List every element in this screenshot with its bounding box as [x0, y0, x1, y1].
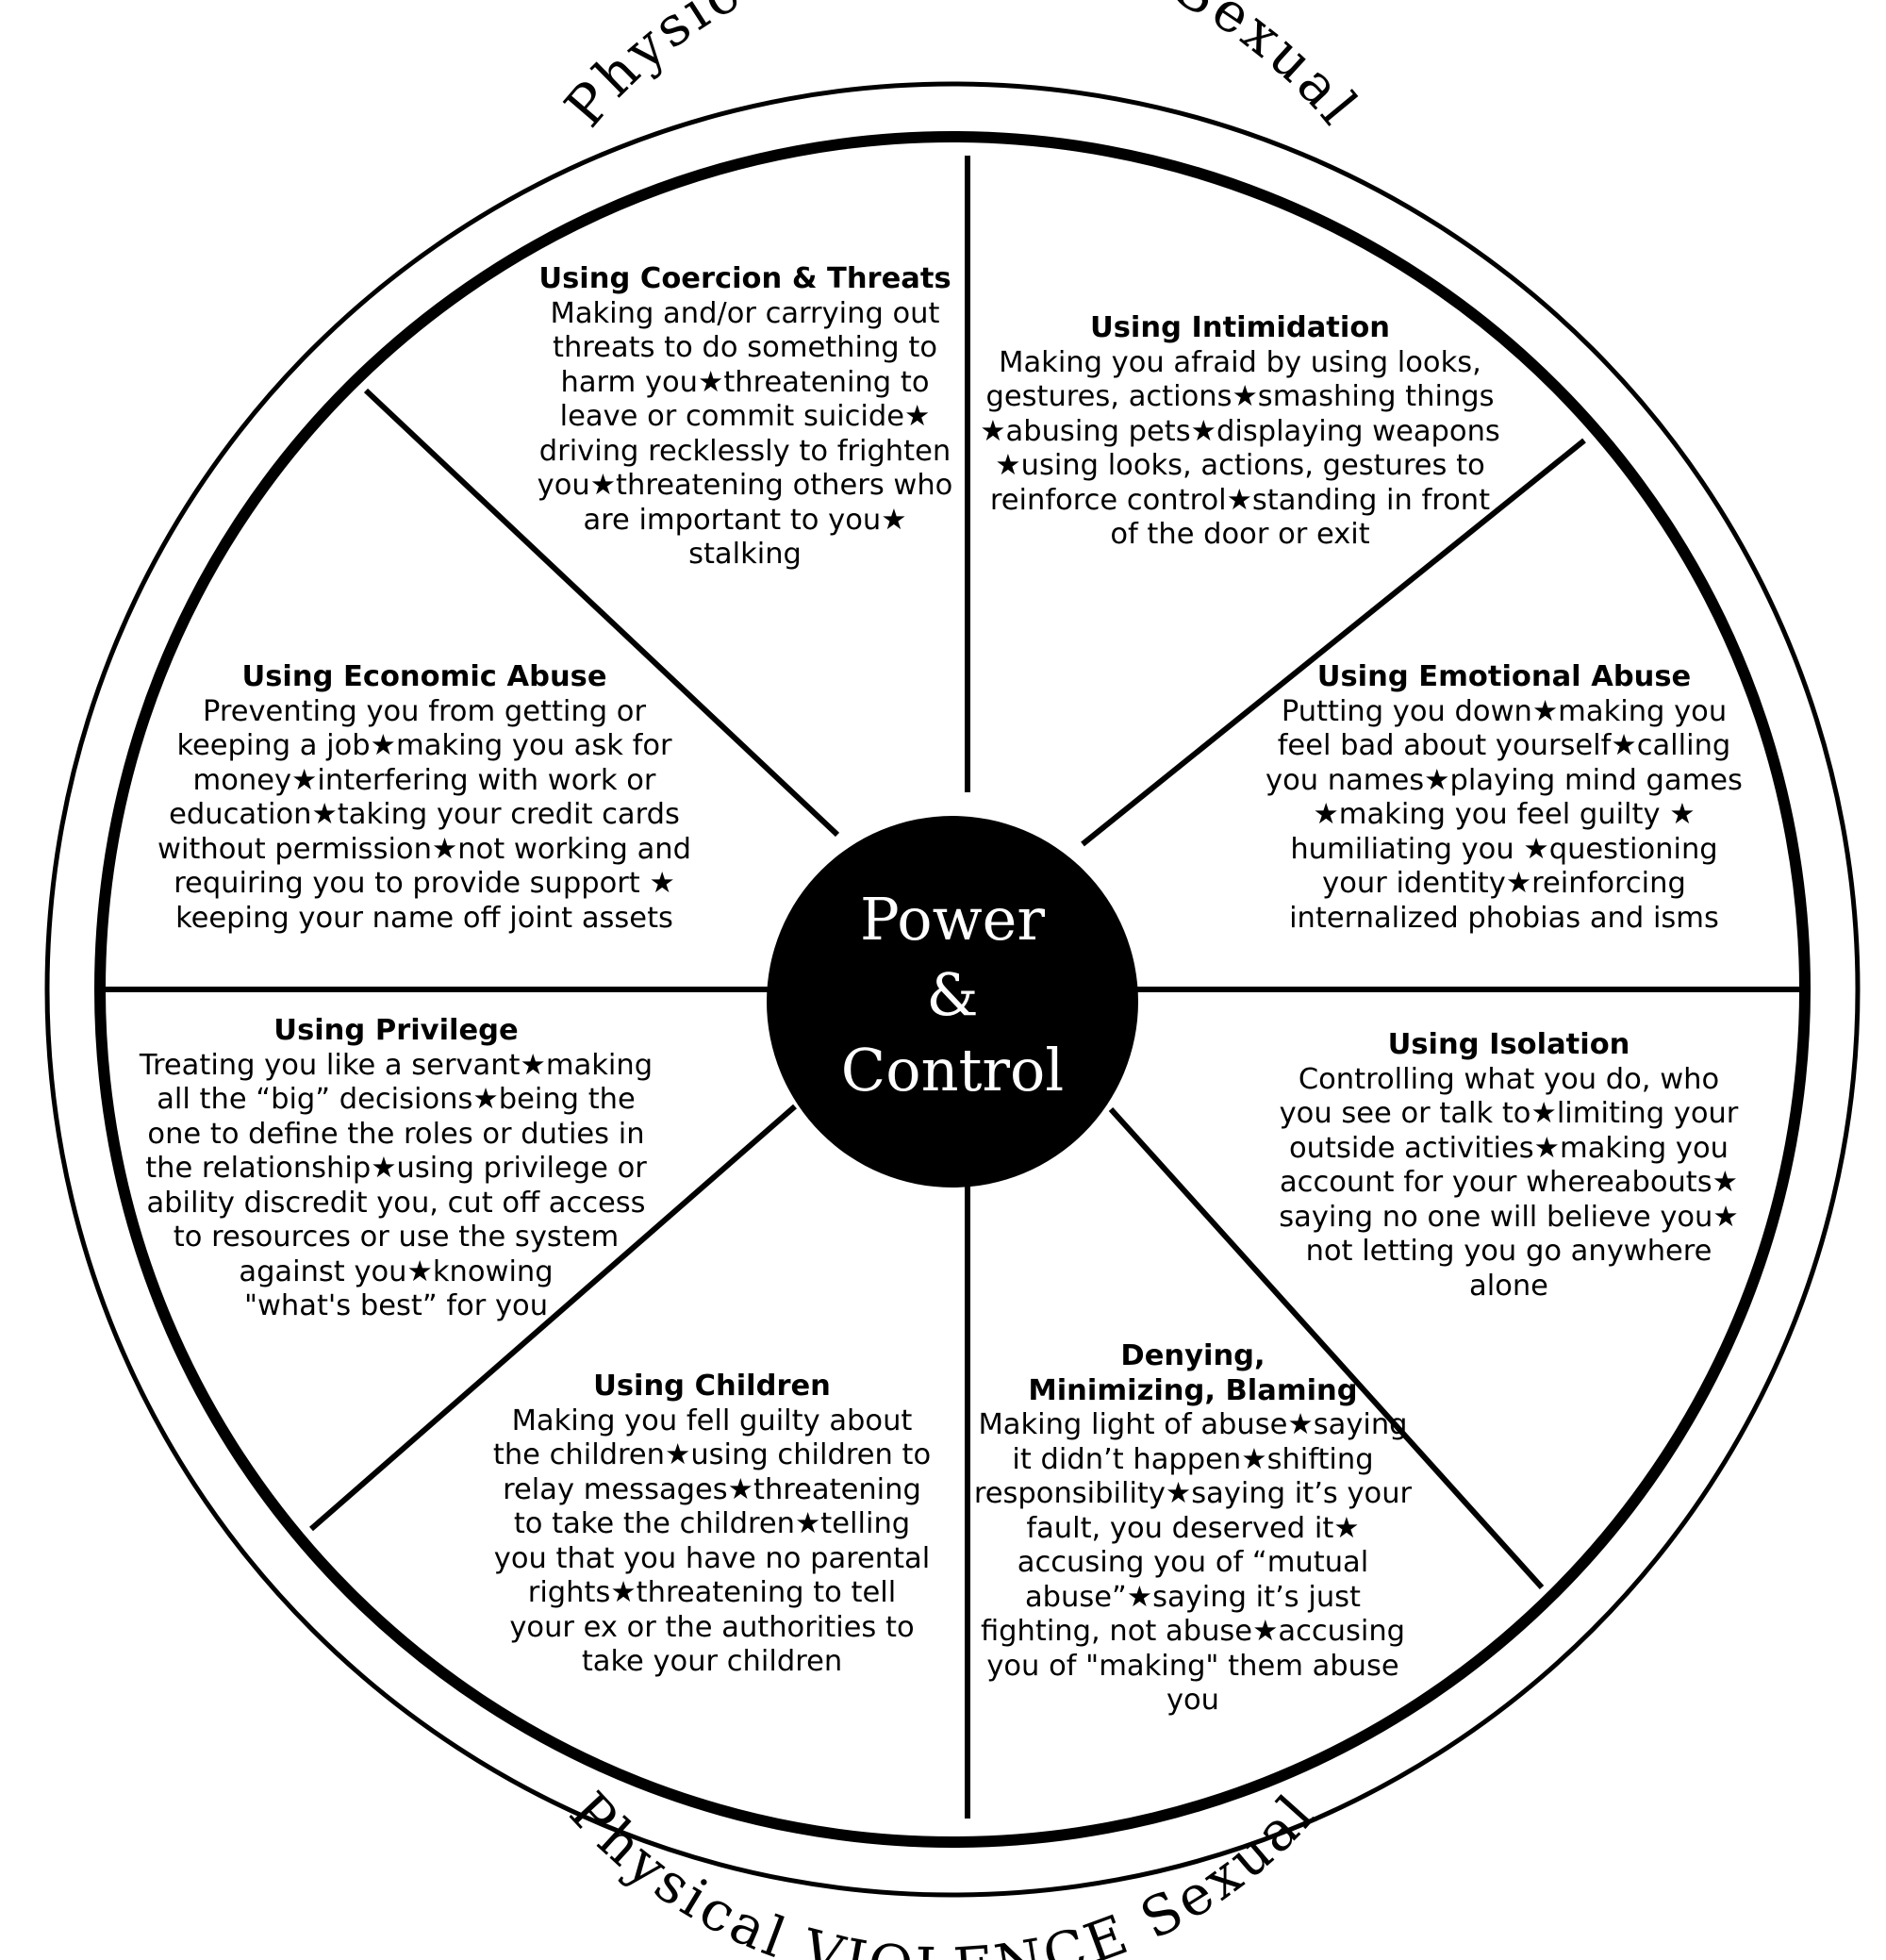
segment-denying: Denying, Minimizing, Blaming Making ligh…	[971, 1339, 1414, 1719]
segment-privilege-title: Using Privilege	[273, 1014, 519, 1047]
segment-isolation-title: Using Isolation	[1387, 1028, 1630, 1061]
segment-intimidation-body: Making you afraid by using looks, gestur…	[980, 345, 1500, 552]
spoke-upper-left	[363, 388, 840, 838]
spokes	[104, 156, 1803, 1819]
segment-emotional-body: Putting you down★making you feel bad abo…	[1266, 694, 1743, 935]
spoke-lower-left	[309, 1104, 797, 1532]
segment-economic-title: Using Economic Abuse	[241, 660, 607, 693]
segment-isolation-body: Controlling what you do, who you see or …	[1279, 1062, 1739, 1303]
segment-economic-body: Preventing you from getting or keeping a…	[157, 694, 691, 935]
segment-children: Using Children Making you fell guilty ab…	[472, 1370, 952, 1680]
segment-emotional-title: Using Emotional Abuse	[1316, 660, 1692, 693]
segment-children-title: Using Children	[593, 1370, 831, 1403]
spoke-upper-right	[1081, 438, 1586, 847]
ring-text-top: Physical VIOLENCE Sexual	[553, 0, 1372, 139]
segment-intimidation: Using Intimidation Making you afraid by …	[971, 311, 1509, 553]
hub-label: Power & Control	[840, 885, 1065, 1105]
hub-circle	[767, 816, 1138, 1188]
segment-children-body: Making you fell guilty about the childre…	[492, 1404, 932, 1679]
spoke-lower-right	[1108, 1106, 1545, 1590]
segment-privilege: Using Privilege Treating you like a serv…	[123, 1014, 670, 1324]
segment-coercion: Using Coercion & Threats Making and/or c…	[528, 262, 962, 573]
segment-privilege-body: Treating you like a servant★making all t…	[139, 1048, 653, 1323]
segment-intimidation-title: Using Intimidation	[1090, 311, 1390, 344]
segment-economic: Using Economic Abuse Preventing you from…	[141, 660, 707, 936]
segment-denying-body: Making light of abuse★saying it didn’t h…	[973, 1408, 1413, 1717]
outer-ring	[44, 81, 1861, 1898]
segment-isolation: Using Isolation Controlling what you do,…	[1254, 1028, 1763, 1304]
segment-coercion-title: Using Coercion & Threats	[538, 262, 951, 295]
inner-rim	[94, 131, 1811, 1848]
ring-text-top-path: Physical VIOLENCE Sexual	[553, 0, 1368, 139]
segment-denying-title: Denying, Minimizing, Blaming	[1028, 1339, 1358, 1407]
segment-emotional: Using Emotional Abuse Putting you down★m…	[1254, 660, 1754, 936]
segment-coercion-body: Making and/or carrying out threats to do…	[537, 296, 953, 572]
